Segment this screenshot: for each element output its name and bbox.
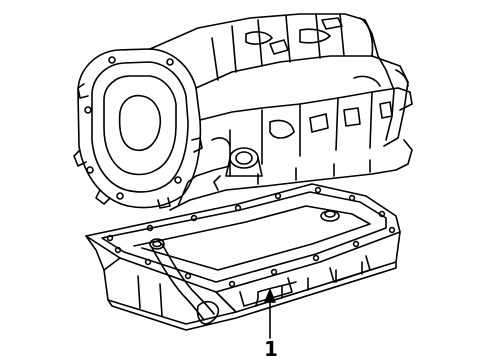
transmission-assembly	[73, 13, 413, 211]
bell-housing	[73, 48, 203, 209]
dipstick-tube	[149, 238, 220, 325]
callout-number: 1	[264, 337, 278, 360]
drain-plug	[320, 210, 340, 222]
oil-pan	[85, 183, 401, 331]
sensor-boss	[225, 147, 263, 177]
callout-leader	[264, 289, 276, 339]
transmission-case	[149, 13, 413, 211]
